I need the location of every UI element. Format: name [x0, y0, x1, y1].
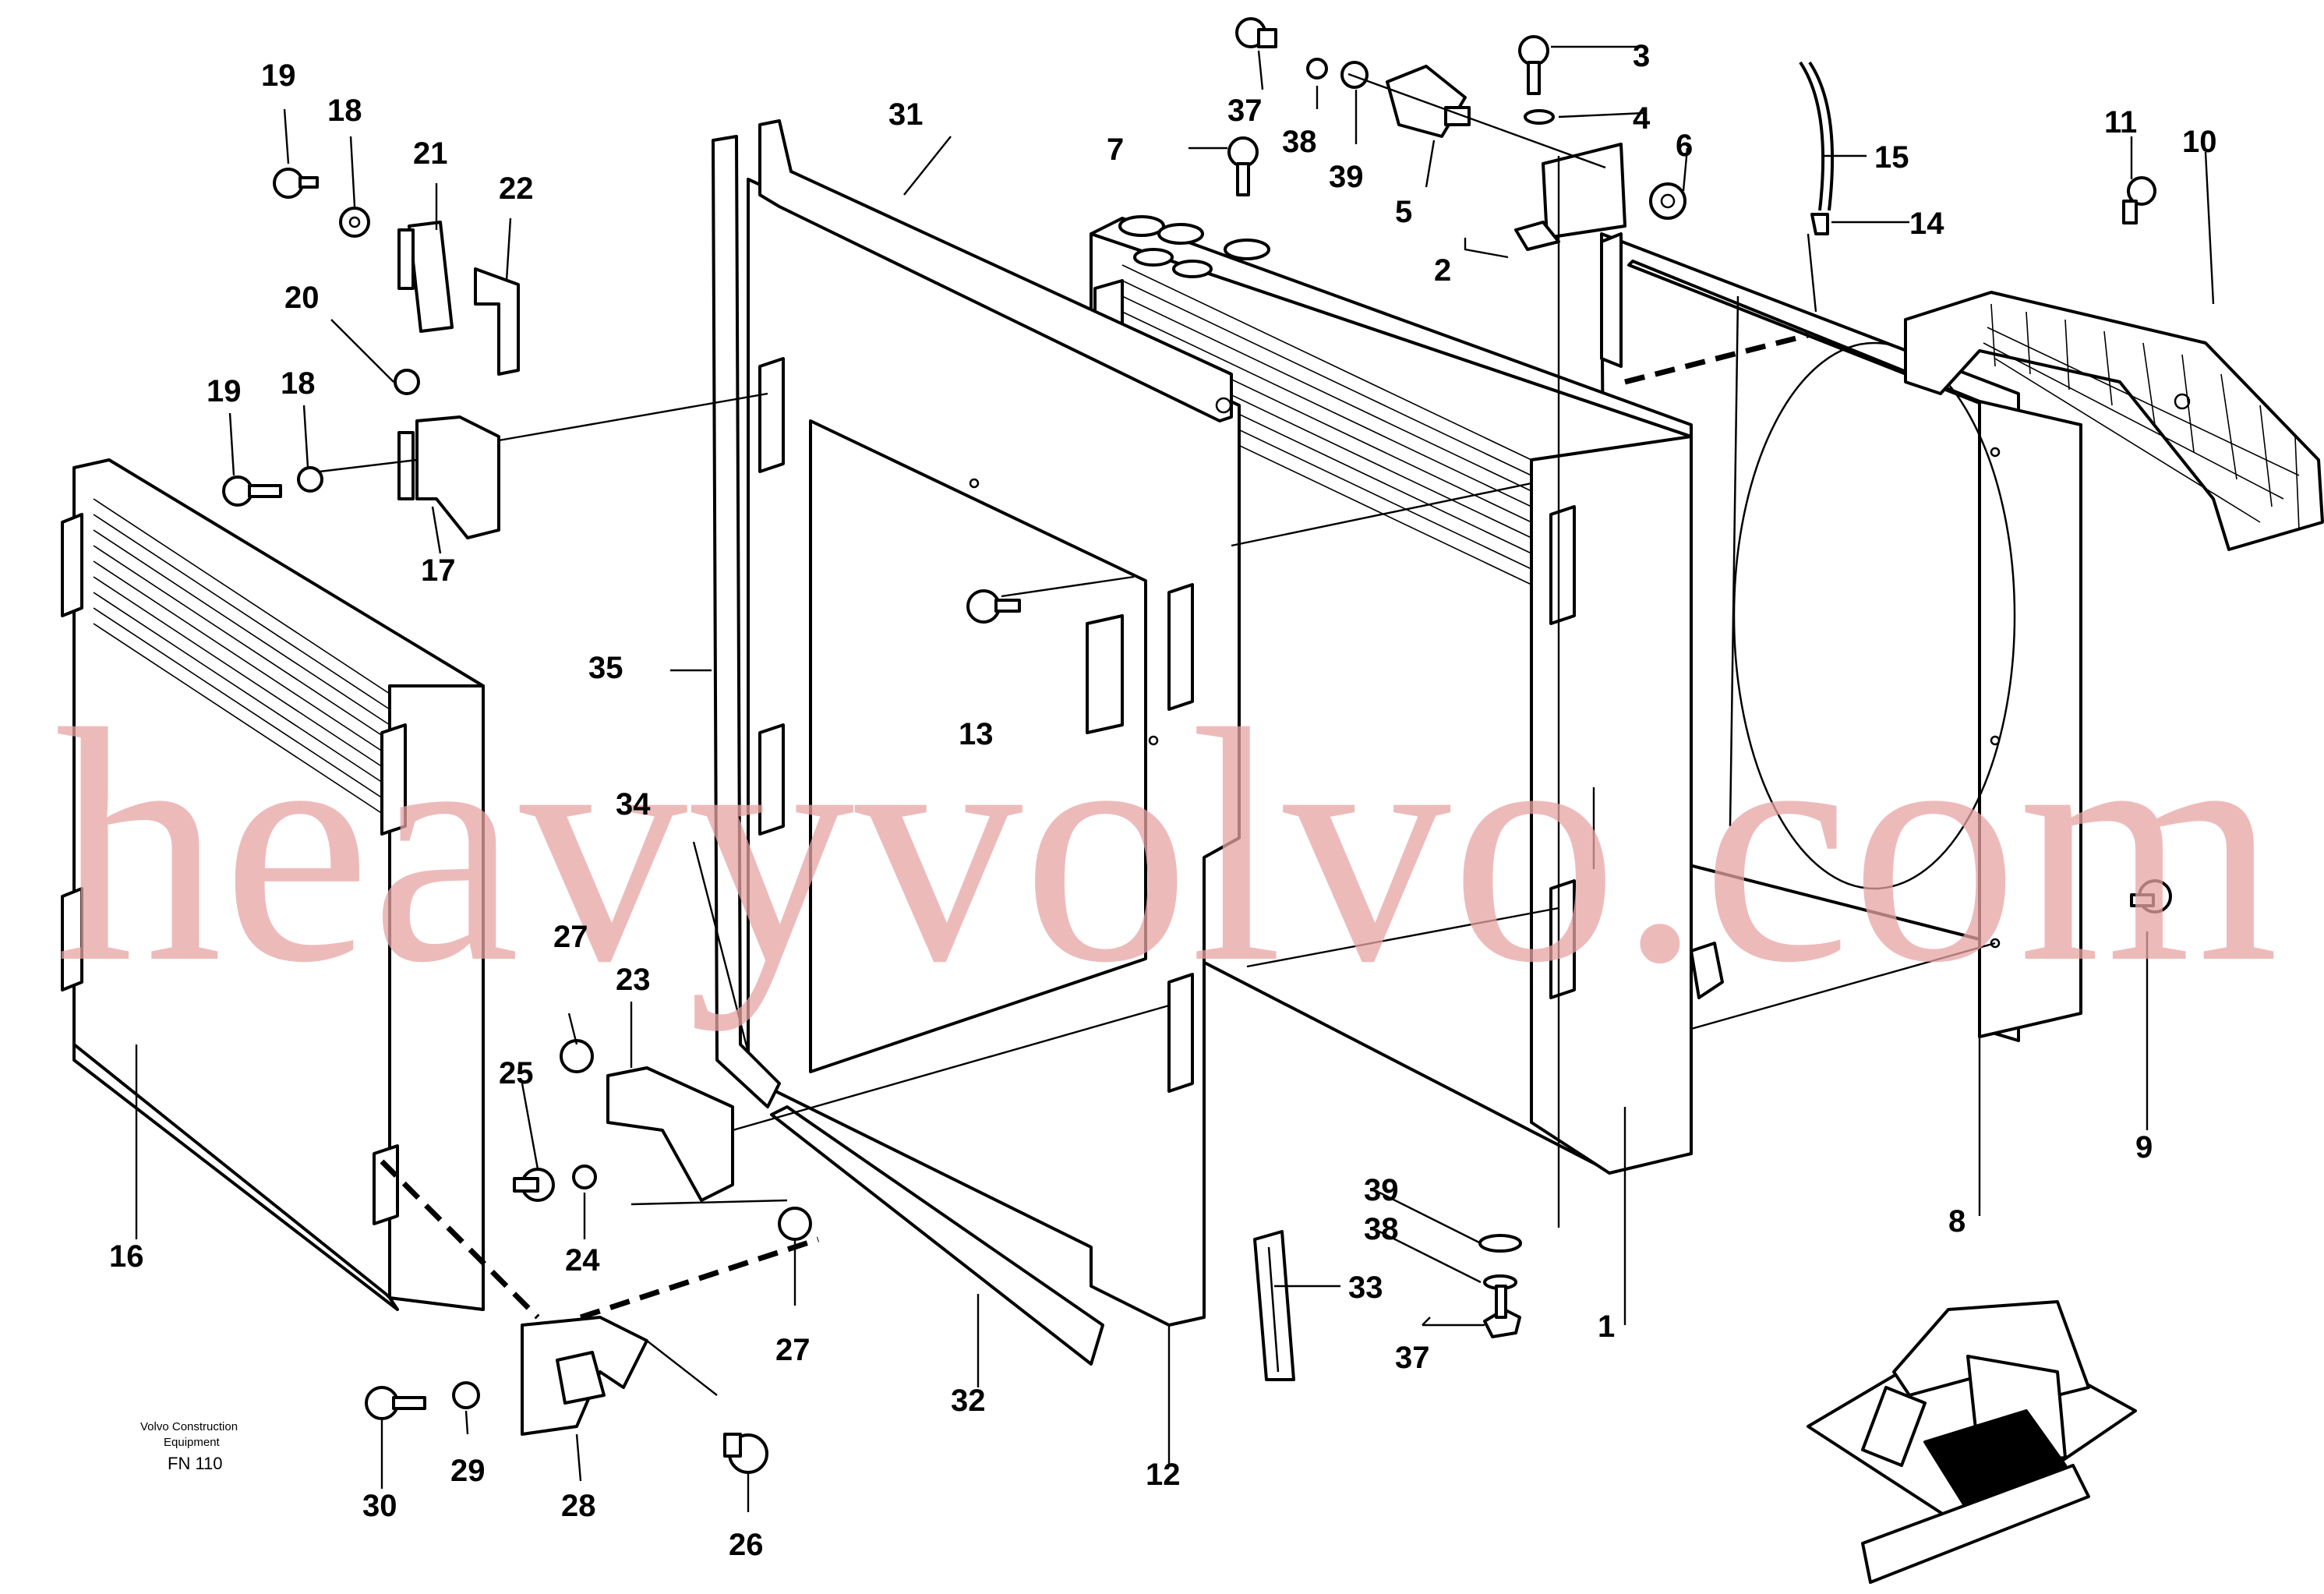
- callout-30: 30: [362, 1489, 397, 1523]
- callout-2: 2: [1434, 253, 1451, 288]
- callout-38a: 38: [1282, 125, 1317, 159]
- side-seal-strip: [712, 135, 781, 1108]
- callout-39b: 39: [1364, 1173, 1399, 1207]
- callout-38b: 38: [1364, 1212, 1399, 1246]
- caption-line-1: Volvo Construction: [140, 1420, 238, 1433]
- callout-34: 34: [616, 787, 651, 822]
- callout-6: 6: [1676, 129, 1693, 163]
- callout-33: 33: [1348, 1271, 1383, 1305]
- callout-15: 15: [1874, 140, 1909, 175]
- callout-39a: 39: [1329, 160, 1364, 194]
- callout-labels: 1 2 3 4 5 6 7 8 9 10 11 12 13 14 15 16 1…: [109, 39, 2217, 1562]
- callout-25: 25: [499, 1056, 534, 1090]
- callout-8: 8: [1948, 1204, 1966, 1239]
- oil-cooler: [61, 458, 485, 1311]
- top-frame-rail: [758, 119, 1233, 422]
- seal-profile: [1253, 1230, 1295, 1381]
- callout-27b: 27: [775, 1333, 811, 1367]
- callout-37a: 37: [1227, 94, 1263, 128]
- callout-22: 22: [499, 171, 534, 206]
- callout-31: 31: [888, 97, 924, 132]
- callout-9: 9: [2135, 1130, 2153, 1165]
- bracket-23: [606, 1066, 734, 1202]
- callout-32: 32: [951, 1384, 986, 1418]
- leader-lines: [135, 45, 2215, 1512]
- callout-18a: 18: [327, 94, 362, 128]
- fan-shroud: [1600, 232, 2082, 1042]
- callout-26: 26: [729, 1528, 764, 1562]
- callout-5: 5: [1395, 195, 1412, 229]
- callout-27a: 27: [553, 920, 588, 954]
- callout-3: 3: [1633, 39, 1650, 73]
- callout-13: 13: [959, 717, 994, 751]
- hinge-upper: [397, 221, 520, 376]
- callout-21: 21: [413, 136, 448, 171]
- callout-37b: 37: [1395, 1341, 1430, 1375]
- callout-19b: 19: [207, 374, 242, 408]
- bolts-and-washers: [222, 17, 2172, 1474]
- excavator-icon: [1807, 1300, 2137, 1584]
- callout-4: 4: [1633, 101, 1651, 136]
- callout-14: 14: [1909, 207, 1944, 241]
- hinge-lower: [397, 415, 500, 539]
- callout-12: 12: [1146, 1458, 1181, 1492]
- callout-1: 1: [1598, 1309, 1615, 1344]
- shroud-mount-tab: [1600, 232, 1623, 368]
- bracket-28: [521, 1316, 648, 1436]
- callout-35: 35: [588, 651, 623, 685]
- caption-line-2: Equipment: [164, 1436, 221, 1449]
- radiator-core: [1090, 215, 1724, 1175]
- watermark-text: heavyvolvo.com: [55, 661, 2279, 1032]
- bottom-seal: [770, 1105, 1104, 1366]
- callout-29: 29: [450, 1454, 486, 1488]
- callout-24: 24: [565, 1243, 600, 1278]
- callout-19a: 19: [261, 58, 296, 93]
- callout-16: 16: [109, 1239, 144, 1274]
- callout-17: 17: [421, 553, 456, 588]
- callout-18b: 18: [281, 366, 316, 401]
- callout-7: 7: [1107, 133, 1124, 167]
- callout-23: 23: [616, 963, 651, 997]
- callout-28: 28: [561, 1489, 596, 1523]
- callout-20: 20: [284, 281, 320, 315]
- callout-10: 10: [2182, 125, 2217, 159]
- radiator-frame-plate: [747, 178, 1241, 1327]
- caption-code: FN 110: [168, 1454, 223, 1473]
- fan-guard: [1904, 291, 2324, 551]
- callout-11: 11: [2104, 105, 2137, 140]
